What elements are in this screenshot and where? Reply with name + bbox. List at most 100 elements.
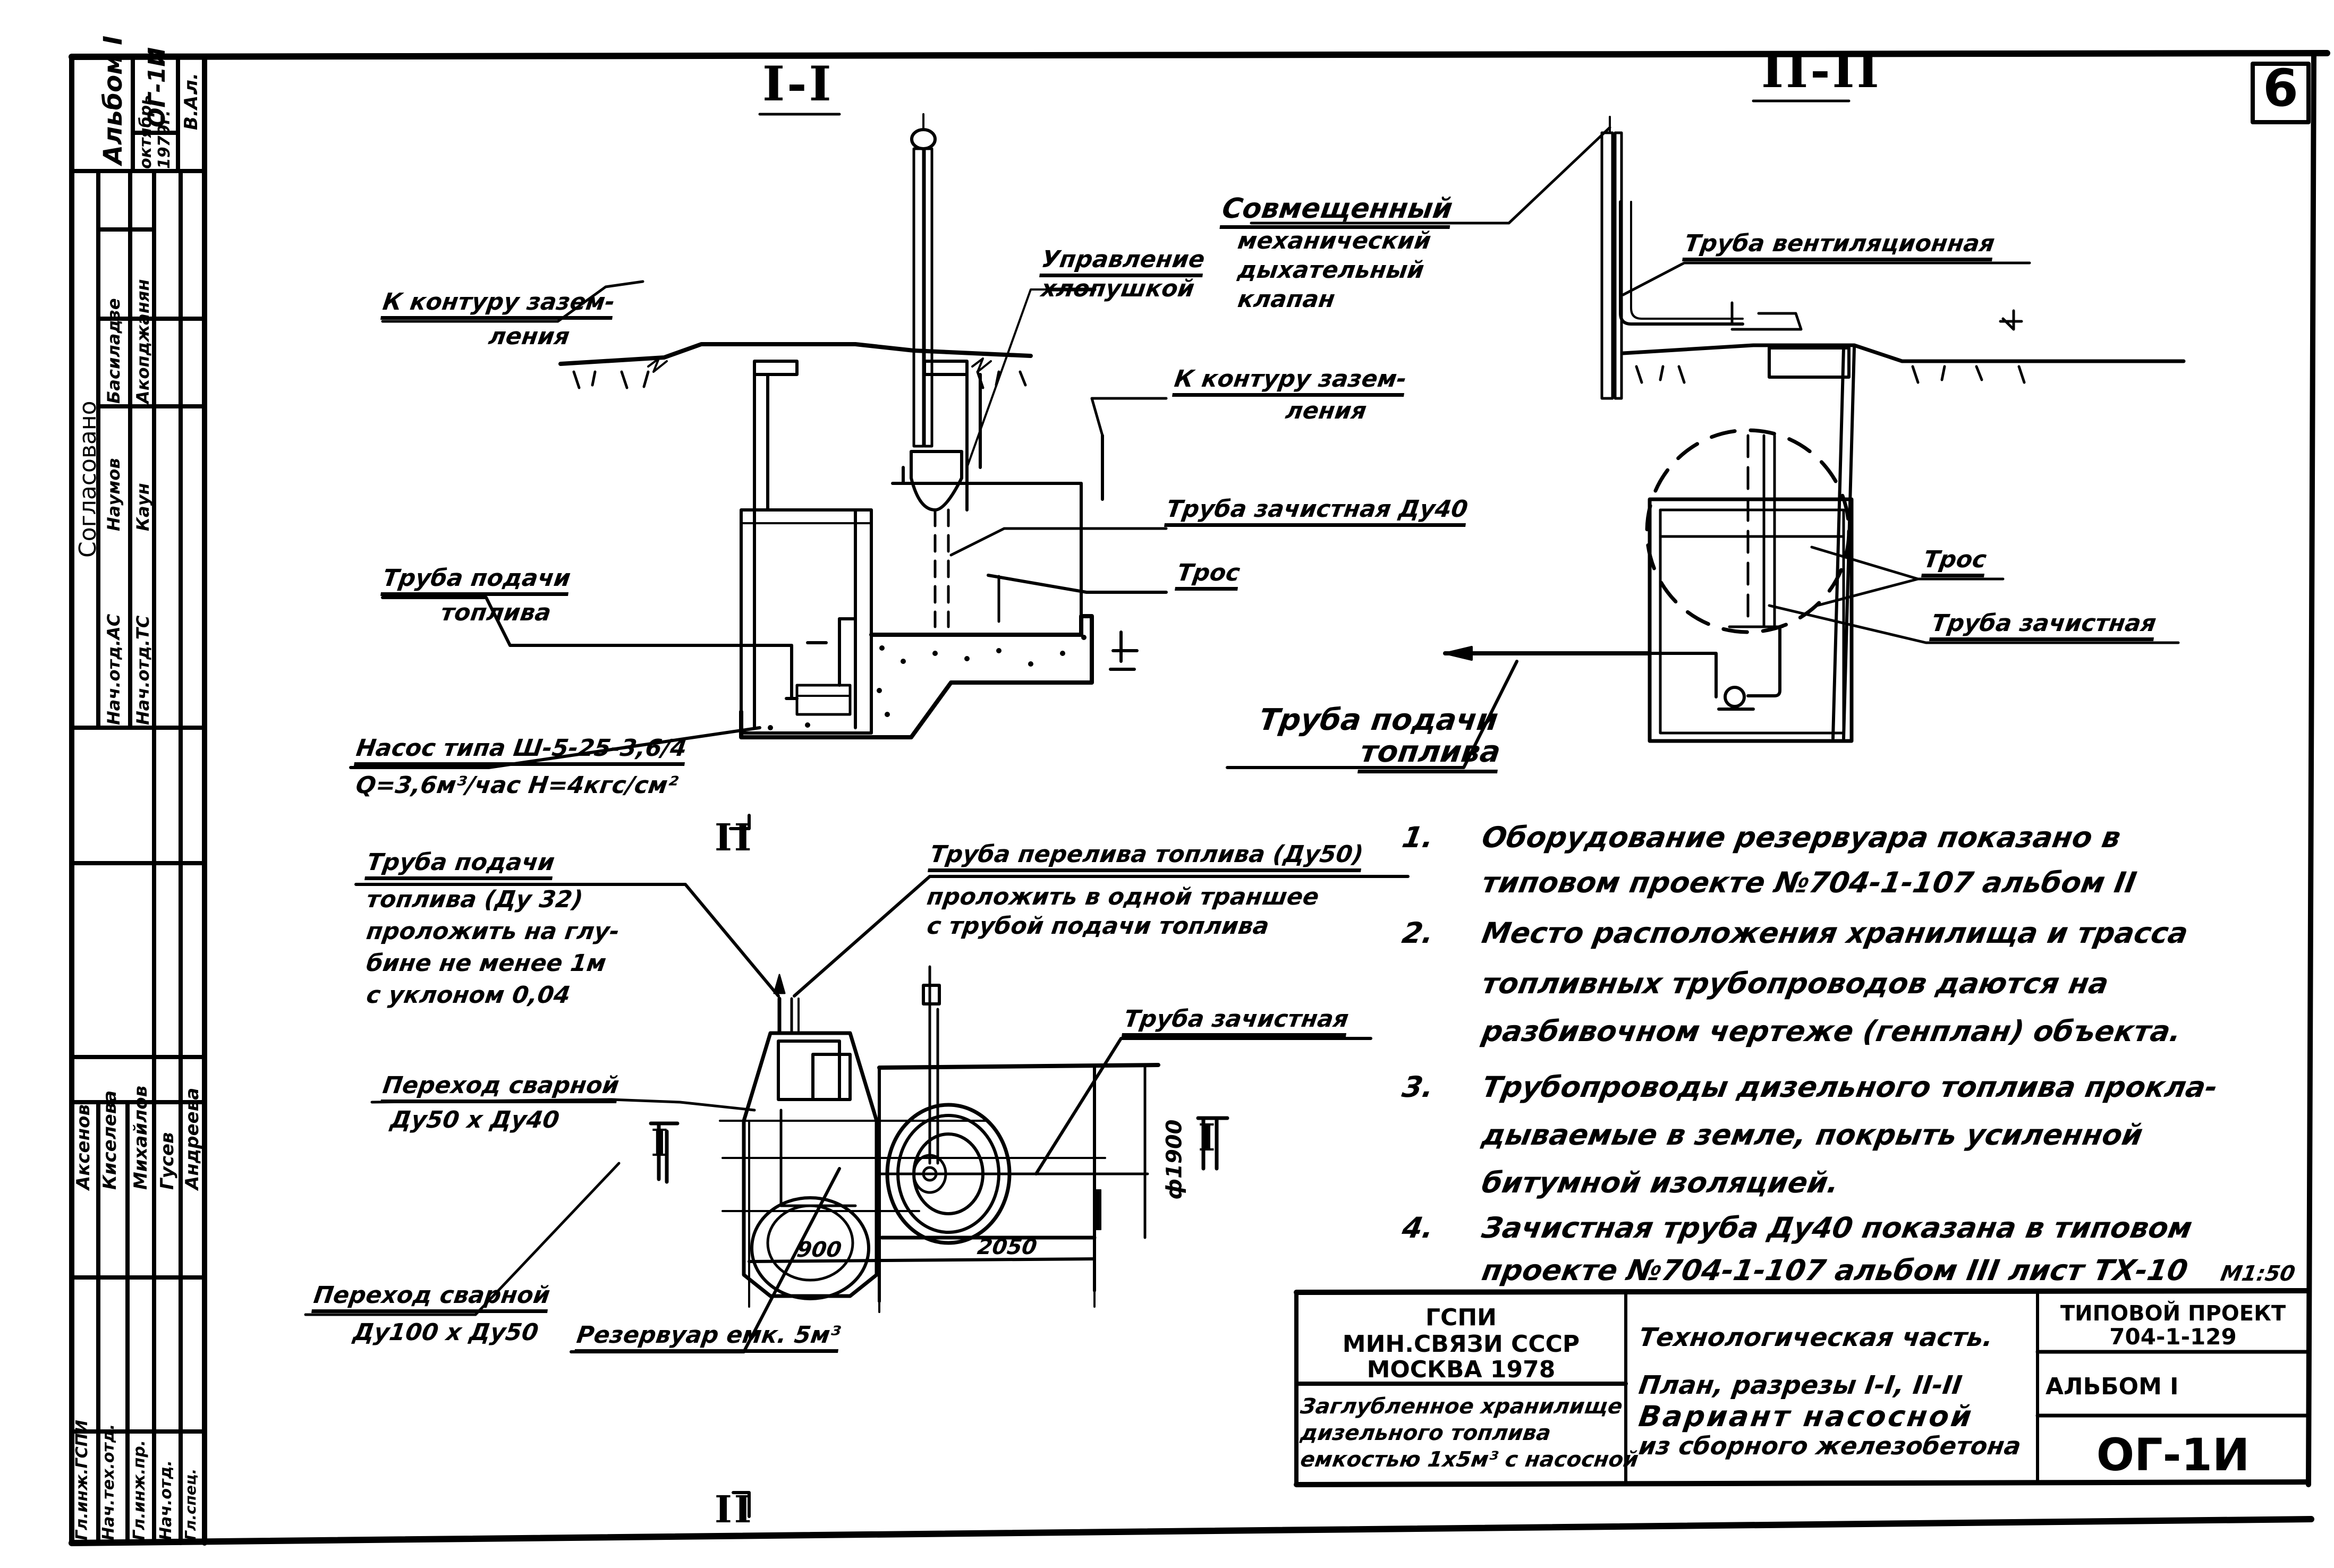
label-overflow-pipe-2: проложить в одной траншее (925, 883, 1321, 910)
label-reducer-1: Переход сварной (380, 1072, 621, 1104)
label-reducer-1-2: Ду50 х Ду40 (388, 1106, 561, 1134)
dim-width-1: 900 (795, 1238, 843, 1262)
label-pump-2: Q=3,6м³/час H=4кгс/см² (354, 772, 680, 799)
side-album: Альбом I (98, 36, 128, 165)
label-breather-valve-4: клапан (1236, 286, 1337, 313)
label-valve-control: Управление (1039, 246, 1207, 278)
label-breather-valve: Совмещенный (1219, 193, 1455, 229)
label-breather-valve-2: механический (1236, 227, 1433, 254)
dim-diameter: ф1900 (1162, 1119, 1187, 1200)
label-cable-s1: Трос (1174, 559, 1242, 591)
section-2-title: II-II (1761, 42, 1881, 99)
label-plan-strip-pipe: Труба зачистная (1121, 1005, 1350, 1037)
note-3-line-1: Трубопроводы дизельного топлива прокла- (1479, 1070, 2220, 1104)
cut-mark-left: I (651, 1121, 671, 1165)
agreed-title: Согласовано (74, 400, 101, 558)
tb-sheet-title-1: Технологическая часть. (1637, 1323, 1995, 1352)
section-2-drawing (1226, 99, 2186, 769)
dim-width-2: 2050 (975, 1235, 1039, 1259)
cut-mark-right: I (1198, 1115, 1218, 1160)
sign-name-5: Андреева (182, 1087, 203, 1190)
side-date-2: 1979г. (155, 110, 174, 169)
label-strip-pipe-s1: Труба зачистная Ду40 (1164, 496, 1470, 527)
note-1-line-2: типовом проекте №704-1-107 альбом II (1479, 866, 2140, 899)
label-cable-s2: Трос (1921, 546, 1988, 578)
note-4-line-1: Зачистная труба Ду40 показана в типовом (1479, 1211, 2195, 1245)
label-strip-pipe-s2: Труба зачистная (1929, 610, 2158, 642)
note-4-line-2: проекте №704-1-107 альбом III лист ТХ-10 (1479, 1254, 2191, 1287)
sign-name-2: Киселева (99, 1090, 121, 1190)
label-plan-fuel-supply: Труба подачи (364, 849, 556, 881)
sign-role-5: Гл.спец. (182, 1468, 199, 1540)
sign-name-3: Михайлов (130, 1085, 151, 1190)
agreed-role-1: Нач.отд.АС (104, 613, 124, 725)
label-fuel-supply-s2: Труба подачи (1257, 703, 1500, 737)
tb-org-3: МОСКВА 1978 (1367, 1356, 1556, 1383)
label-reducer-2-2: Ду100 х Ду50 (351, 1319, 540, 1346)
agreed-name-2: Акопджанян (133, 279, 153, 404)
sign-name-1: Аксенов (73, 1104, 94, 1190)
tb-album: АЛЬБОМ I (2046, 1373, 2179, 1400)
side-stamp-grid (70, 55, 207, 1545)
side-sheet: л. (181, 73, 202, 93)
label-breather-valve-3: дыхательный (1236, 257, 1426, 284)
label-plan-fuel-supply-4: бине не менее 1м (364, 950, 608, 977)
cut-mark-bottom: II (715, 1487, 754, 1531)
note-1-num: 1. (1399, 821, 1437, 854)
label-fuel-supply-s1: Труба подачи (380, 565, 572, 596)
sheet-frame (69, 50, 2330, 1546)
sign-role-4: Нач.отд. (157, 1460, 175, 1540)
agreed-sign-2: Каун (133, 483, 153, 531)
note-2-line-1: Место расположения хранилища и трасса (1479, 916, 2191, 950)
tb-object-1: Заглубленное хранилище (1298, 1394, 1624, 1419)
label-vent-pipe: Труба вентиляционная (1682, 230, 1997, 262)
tb-sheet-code: ОГ-1И (2096, 1429, 2250, 1481)
plan-drawing (304, 814, 1410, 1518)
note-3-line-2: дываемые в земле, покрыть усиленной (1479, 1118, 2145, 1152)
title-block-grid (1294, 1288, 2311, 1487)
tb-project-label: ТИПОВОЙ ПРОЕКТ (2060, 1301, 2286, 1326)
section-1-drawing (349, 113, 1168, 769)
tb-object-2: дизельного топлива (1298, 1421, 1552, 1445)
label-ground-contour-left-2: ления (487, 323, 572, 350)
label-ground-contour-right: К контуру зазем- (1172, 365, 1408, 397)
label-reducer-2: Переход сварной (311, 1282, 551, 1314)
sign-role-1: Гл.инж.ГСПИ (73, 1420, 91, 1540)
label-ground-contour-left: К контуру зазем- (380, 288, 617, 320)
label-overflow-pipe: Труба перелива топлива (Ду50) (927, 841, 1365, 873)
sheet-number: 6 (2263, 58, 2298, 118)
note-2-line-2: топливных трубопроводов даются на (1479, 967, 2111, 1000)
note-2-line-3: разбивочном чертеже (генплан) объекта. (1479, 1015, 2184, 1048)
tb-org-1: ГСПИ (1425, 1304, 1497, 1331)
label-fuel-supply-s1-2: топлива (439, 599, 553, 626)
label-fuel-supply-s2-2: топлива (1357, 735, 1503, 773)
tb-org-2: МИН.СВЯЗИ СССР (1342, 1331, 1580, 1358)
label-plan-fuel-supply-2: топлива (Ду 32) (364, 886, 585, 913)
agreed-role-2: Нач.отд.ТС (133, 615, 153, 725)
drawing-scale: М1:50 (2218, 1262, 2297, 1286)
label-tank: Резервуар емк. 5м³ (574, 1322, 842, 1353)
sign-role-2: Нач.тех.отд. (99, 1424, 118, 1540)
label-plan-fuel-supply-5: с уклоном 0,04 (364, 982, 572, 1009)
note-1-line-1: Оборудование резервуара показано в (1479, 821, 2124, 854)
side-date-1: октябрь (137, 95, 155, 169)
sign-role-3: Гл.инж.пр. (130, 1439, 149, 1540)
agreed-sign-1: Наумов (104, 458, 124, 531)
tb-project-number: 704-1-129 (2109, 1324, 2237, 1350)
label-ground-contour-right-2: ления (1284, 397, 1369, 424)
sign-name-4: Гусев (157, 1132, 178, 1190)
label-pump: Насос типа Ш-5-25-3,6/4 (353, 735, 689, 766)
label-plan-fuel-supply-3: проложить на глу- (364, 918, 622, 945)
note-3-line-3: битумной изоляцией. (1479, 1166, 1842, 1199)
note-4-num: 4. (1399, 1211, 1437, 1245)
sheet-number-box (2251, 62, 2311, 124)
section-1-title: I-I (762, 56, 834, 112)
cut-mark-top: II (715, 815, 754, 859)
label-overflow-pipe-3: с трубой подачи топлива (925, 913, 1271, 940)
tb-sheet-title-3: Вариант насосной (1636, 1400, 1976, 1433)
side-initials: В.А. (181, 88, 202, 130)
tb-object-3: емкостью 1х5м³ с насосной (1298, 1447, 1640, 1472)
label-valve-control-2: хлопушкой (1039, 275, 1196, 302)
note-3-num: 3. (1399, 1070, 1437, 1104)
